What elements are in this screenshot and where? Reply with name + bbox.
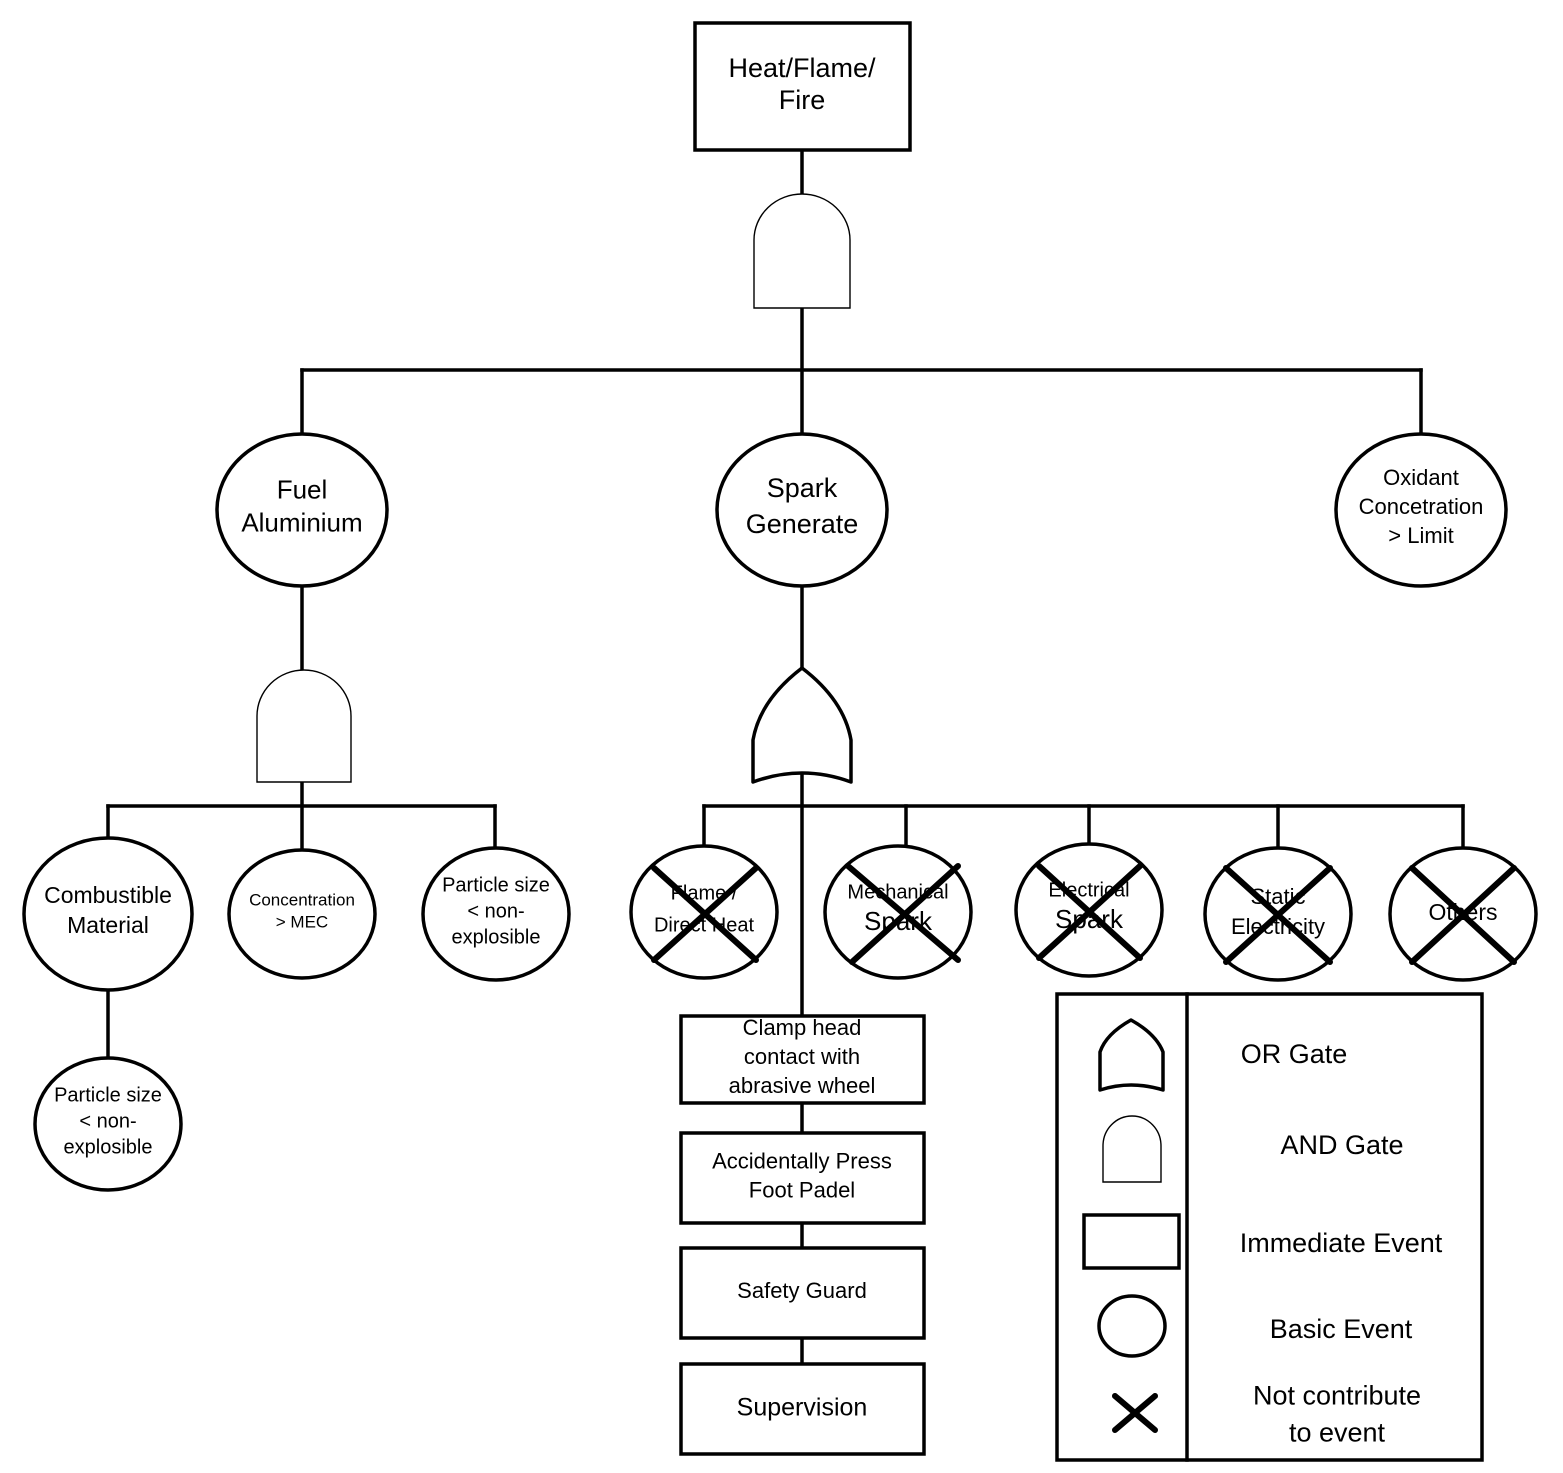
legend-or-gate-icon bbox=[1098, 1018, 1165, 1092]
event-supervision: Supervision bbox=[679, 1362, 926, 1456]
label-line: explosible bbox=[452, 926, 541, 948]
event-particle-size-2: Particle size < non-explosible bbox=[33, 1056, 183, 1192]
legend-immediate-event-label: Immediate Event bbox=[1240, 1228, 1443, 1258]
not-contribute-cross-icon bbox=[651, 865, 759, 963]
event-mechanical-spark: MechanicalSpark bbox=[823, 844, 973, 980]
top-event-heat-flame-fire: Heat/Flame/Fire bbox=[693, 21, 912, 152]
event-clamp-label: Clamp head contact with abrasive wheel bbox=[729, 1015, 876, 1098]
event-flame-direct-heat: Flame /Direct Heat bbox=[629, 844, 779, 980]
event-particle-size-2-label: Particle size < non-explosible bbox=[54, 1084, 162, 1158]
label-line: Oxidant bbox=[1383, 465, 1459, 490]
and-gate-fuel bbox=[256, 669, 352, 783]
legend-and-gate-label: AND Gate bbox=[1280, 1130, 1403, 1160]
label-line: contact with bbox=[744, 1044, 860, 1069]
label-line: > MEC bbox=[276, 912, 328, 931]
label-line: explosible bbox=[64, 1136, 153, 1158]
label-line: Material bbox=[67, 912, 149, 938]
or-gate-spark bbox=[751, 666, 853, 784]
label-line: Concentration bbox=[249, 890, 355, 909]
event-concentration-label: Concentration > MEC bbox=[249, 890, 355, 931]
label-line: Clamp head bbox=[743, 1015, 862, 1040]
event-safety-guard: Safety Guard bbox=[679, 1246, 926, 1340]
label-line: > Limit bbox=[1388, 523, 1453, 548]
not-contribute-cross-icon bbox=[1223, 865, 1333, 965]
label-line: Particle size bbox=[442, 874, 550, 896]
event-particle-size-1-label: Particle size < non-explosible bbox=[442, 874, 550, 948]
label-line: abrasive wheel bbox=[729, 1073, 876, 1098]
label-line: Fire bbox=[779, 85, 826, 115]
label-line: AND Gate bbox=[1280, 1130, 1403, 1160]
not-contribute-cross-icon bbox=[1036, 863, 1143, 961]
label-line: Accidentally Press bbox=[712, 1148, 892, 1173]
label-line: Particle size bbox=[54, 1084, 162, 1106]
label-line: Not contribute bbox=[1253, 1381, 1421, 1411]
legend-immediate-event-icon bbox=[1082, 1213, 1181, 1270]
legend: OR Gate AND Gate Immediate Event Basic E… bbox=[1055, 992, 1484, 1462]
label-line: < non- bbox=[79, 1110, 136, 1132]
label-line: Direct Heat bbox=[654, 914, 754, 936]
label-line: Generate bbox=[746, 509, 859, 539]
connector-lines bbox=[106, 148, 1465, 1366]
label-line: OR Gate bbox=[1241, 1039, 1348, 1069]
and-gate-top bbox=[753, 193, 851, 309]
legend-basic-event-icon bbox=[1097, 1294, 1167, 1358]
event-others: Others bbox=[1388, 846, 1538, 982]
event-clamp-head: Clamp head contact with abrasive wheel bbox=[679, 1014, 926, 1105]
label-line: Spark bbox=[767, 473, 838, 503]
label-line: Aluminium bbox=[241, 507, 362, 537]
label-line: Safety Guard bbox=[737, 1278, 867, 1303]
label-line: Foot Padel bbox=[749, 1177, 855, 1202]
top-event-label: Heat/Flame/Fire bbox=[728, 53, 876, 115]
label-line: < non- bbox=[467, 900, 524, 922]
label-line: Basic Event bbox=[1270, 1314, 1413, 1344]
event-safety-guard-label: Safety Guard bbox=[737, 1278, 867, 1303]
label-line: Combustible bbox=[44, 882, 172, 908]
event-particle-size-1: Particle size < non-explosible bbox=[421, 846, 571, 982]
legend-or-gate-label: OR Gate bbox=[1241, 1039, 1348, 1069]
not-contribute-cross-icon bbox=[1409, 865, 1517, 965]
label-line: to event bbox=[1289, 1418, 1386, 1448]
legend-not-contribute-label: Not contribute to event bbox=[1253, 1381, 1421, 1448]
event-supervision-label: Supervision bbox=[737, 1394, 868, 1422]
label-line: Supervision bbox=[737, 1394, 868, 1422]
label-line: Fuel bbox=[277, 474, 328, 504]
label-line: Concetration bbox=[1359, 494, 1484, 519]
legend-basic-event-label: Basic Event bbox=[1270, 1314, 1413, 1344]
label-line: Heat/Flame/ bbox=[728, 53, 876, 83]
legend-not-contribute-icon bbox=[1112, 1393, 1158, 1433]
not-contribute-cross-icon bbox=[849, 863, 961, 965]
legend-and-gate-icon bbox=[1102, 1115, 1162, 1183]
label-line: Immediate Event bbox=[1240, 1228, 1443, 1258]
event-concentration-mec: Concentration > MEC bbox=[227, 848, 377, 980]
